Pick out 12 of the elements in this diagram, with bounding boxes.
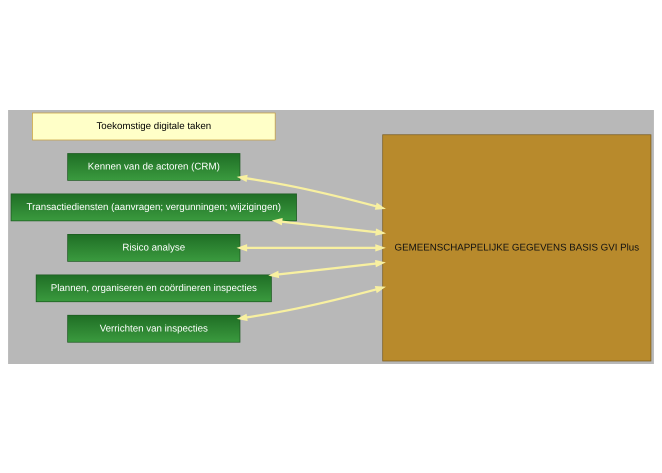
arrow [272,218,386,236]
node-box: GEMEENSCHAPPELIJKE GEGEVENS BASIS GVI Plus [382,134,652,361]
node-box: Plannen, organiseren en coördineren inspecties [36,274,272,302]
node-box: Kennen van de actoren (CRM) [67,152,240,180]
node-box: Risico analyse [67,234,240,262]
node-box: Transactiediensten (aanvragen; vergunningen; wijzigingen) [10,193,297,221]
node-box: Verrichten van inspecties [67,314,240,342]
arrow [268,259,386,278]
arrow [236,285,386,320]
arrow [236,244,386,252]
arrow [236,174,386,210]
node-box: Toekomstige digitale taken [32,112,276,140]
